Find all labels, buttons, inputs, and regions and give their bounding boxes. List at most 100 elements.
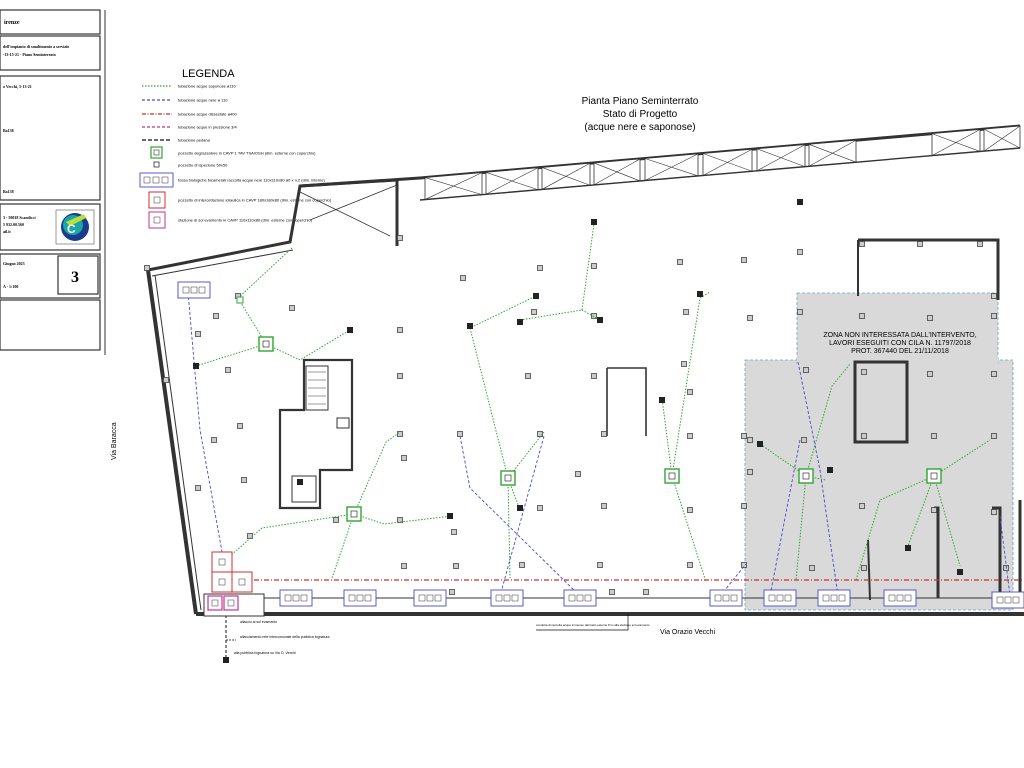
street-label-left: Via Baracca — [111, 422, 118, 460]
column-pillar — [195, 331, 201, 337]
drain-fitting — [757, 441, 763, 447]
blue-pipe — [187, 291, 231, 597]
column-pillar — [531, 309, 537, 315]
leader-line — [536, 614, 629, 631]
septic-tank — [343, 589, 377, 607]
blue-pipe — [797, 361, 839, 597]
drain-fitting — [591, 219, 597, 225]
septic-tank-frame — [279, 589, 313, 607]
green-pipe — [507, 477, 521, 511]
column-pillar — [397, 517, 403, 523]
septic-tank-frame — [817, 589, 851, 607]
legend-item-black-dash-line: tubazione pedana — [142, 138, 211, 143]
septic-tank-cell — [904, 594, 912, 602]
column-pillar — [449, 589, 455, 595]
septic-tank-cell — [830, 594, 838, 602]
legend-item-blue-dash-line: tubazione acque nere ø 110 — [142, 98, 228, 103]
title-block-top: irenze — [4, 20, 20, 26]
degreaser-outer — [346, 506, 362, 522]
column-pillar — [859, 241, 865, 247]
green-pipe — [907, 475, 935, 547]
legend-item-text: tubazione acque in pressione 3/4 — [178, 125, 237, 130]
legend-item-text: stazione di sol evamento in CAVP 110x110… — [178, 218, 313, 223]
septic-tank-frame — [763, 589, 797, 607]
green-pipe — [671, 297, 701, 477]
column-pillar — [537, 505, 543, 511]
septic-tank-cell — [495, 594, 503, 602]
column-pillar — [991, 313, 997, 319]
septic-tank-cell — [1012, 596, 1020, 604]
septic-tank-cell — [896, 594, 904, 602]
green-pipe — [265, 329, 351, 361]
blue-pipe — [459, 435, 581, 597]
column-pillar — [931, 433, 937, 439]
drain-fitting — [517, 505, 523, 511]
column-pillar — [225, 367, 231, 373]
septic-tank-cell — [838, 594, 846, 602]
truss-diagonal — [756, 144, 806, 172]
legend-item-text: tubazione acque nere ø 110 — [178, 98, 228, 103]
note-centro: condotta di raccolta acque immesse dal t… — [536, 623, 650, 627]
legend-blue-box-cell — [143, 176, 151, 184]
septic-tank — [279, 589, 313, 607]
septic-tank-cell — [364, 594, 372, 602]
degreaser-manhole — [926, 468, 942, 484]
column-pillar — [683, 309, 689, 315]
column-pillar — [801, 437, 807, 443]
degreaser-outer — [798, 468, 814, 484]
column-pillar — [401, 563, 407, 569]
legend-item-text: pozzetto di intercettazione idraulica in… — [178, 198, 332, 203]
column-pillar — [861, 565, 867, 571]
column-pillar — [687, 562, 693, 568]
zone-note-line1: ZONA NON INTERESSATA DALL'INTERVENTO, — [823, 332, 976, 339]
truss-segment — [808, 139, 857, 167]
degreaser-inner — [668, 472, 676, 480]
septic-tank-cell — [418, 594, 426, 602]
degreaser-manhole — [798, 468, 814, 484]
column-pillar — [401, 455, 407, 461]
degreaser-inner — [504, 474, 512, 482]
title-block-scale: A - 1:100 — [3, 284, 18, 289]
septic-tank-cell — [576, 594, 584, 602]
drain-fitting — [447, 513, 453, 519]
degreaser-outer — [926, 468, 942, 484]
column-pillar — [397, 235, 403, 241]
septic-tank-frame — [883, 589, 917, 607]
column-pillar — [289, 305, 295, 311]
column-pillar — [213, 313, 219, 319]
svg-text:C: C — [67, 222, 76, 236]
degreaser-outer — [664, 468, 680, 484]
truss-segment — [702, 148, 753, 176]
column-pillar — [397, 373, 403, 379]
column-pillar — [453, 563, 459, 569]
drain-fitting — [797, 199, 803, 205]
column-pillar — [861, 369, 867, 375]
street-label-bottom: Via Orazio Vecchi — [660, 629, 716, 636]
title-block-code2: Ba138 — [3, 189, 14, 194]
legend-item-text: tubazione acque dissestate ø400 — [178, 112, 237, 117]
septic-tank — [883, 589, 917, 607]
column-pillar — [643, 589, 649, 595]
column-pillar — [797, 309, 803, 315]
blue-pipe — [999, 515, 1011, 597]
column-pillar — [591, 263, 597, 269]
septic-tank-frame — [991, 591, 1024, 609]
column-pillar — [687, 389, 693, 395]
legend-item-blue-triple-box: fossa biologiche bicamerali raccolta acq… — [139, 172, 325, 188]
septic-tank-cell — [1004, 596, 1012, 604]
degreaser-manhole — [664, 468, 680, 484]
septic-tank-frame — [490, 589, 524, 607]
degreaser-outer — [500, 470, 516, 486]
heading-line1: Pianta Piano Seminterrato — [582, 96, 699, 107]
drain-fitting — [193, 363, 199, 369]
drain-fitting — [347, 327, 353, 333]
septic-tank-cell — [300, 594, 308, 602]
septic-tank-cell — [584, 594, 592, 602]
column-pillar — [991, 509, 997, 515]
title-block-date: Giugno 2023 — [3, 261, 25, 266]
zone-note-line3: PROT. 367440 DEL 21/11/2018 — [851, 348, 949, 355]
legend-item-magenta-dash-line: tubazione acque in pressione 3/4 — [142, 125, 237, 130]
hydraulic-intercept-inner — [218, 578, 226, 586]
septic-tank — [763, 589, 797, 607]
hydraulic-intercept-box — [231, 571, 253, 593]
